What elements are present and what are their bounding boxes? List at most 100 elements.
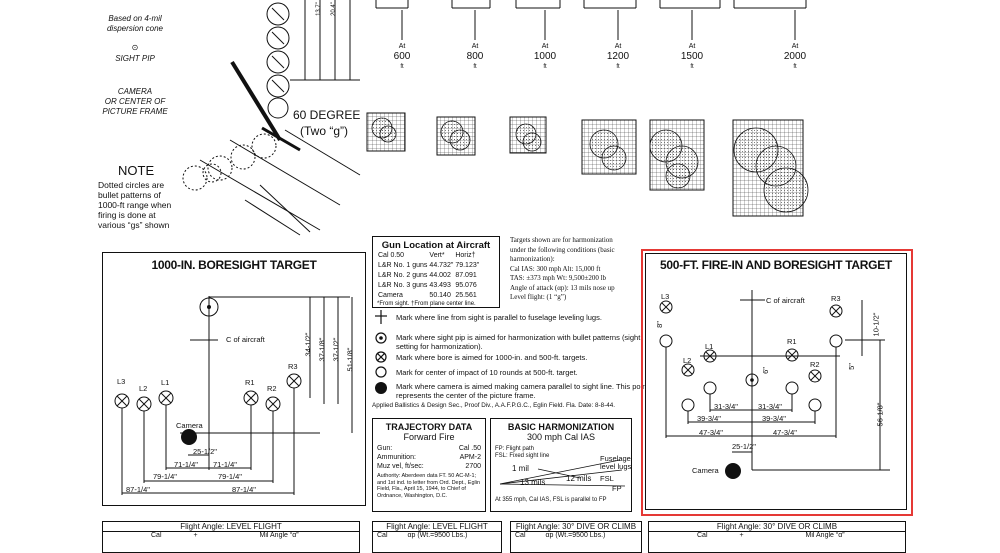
basic-harm-key-line: FSL: Fixed sight line — [495, 453, 550, 459]
range-value: 1200 — [606, 51, 630, 62]
col-alpha: αp (Wt.=9500 Lbs.) — [545, 532, 606, 539]
pattern-note: Based on 4-mil dispersion cone — [85, 14, 185, 34]
target-1000-title: 1000-IN. BORESIGHT TARGET — [151, 258, 317, 272]
header-cell: Vert* — [429, 252, 445, 259]
legend-item-bore: Mark where bore is aimed for 1000-in. an… — [396, 353, 588, 362]
dim-label: 39-3/4" — [762, 414, 786, 423]
trajectory-value: 2700 — [465, 463, 481, 470]
bottom-table-3-header: Cal αp (Wt.=9500 Lbs.) — [511, 532, 641, 539]
range-at: At — [688, 43, 696, 50]
camera-legend-line: OR CENTER OF — [104, 97, 166, 106]
note-line: firing is done at — [98, 210, 156, 220]
dim-label: 47-3/4" — [699, 428, 723, 437]
basic-harm-fsl: FSL — [600, 474, 614, 483]
sight-pip-legend: ⊙ SIGHT PIP — [85, 42, 185, 64]
gun-label: R2 — [810, 360, 820, 369]
dim-label: 87-1/4" — [232, 485, 256, 494]
col-mil-angle: Mil Angle “α” — [805, 532, 845, 539]
range-unit: ft — [793, 64, 797, 70]
basic-harm-key: FP: Flight path FSL: Fixed sight line — [495, 446, 549, 460]
trajectory-key: Gun: — [377, 445, 393, 452]
level-lugs-label: level lugs — [600, 462, 632, 471]
trajectory-box: TRAJECTORY DATA Forward Fire Gun:Cal .50… — [372, 418, 486, 512]
bottom-table-1-title: Flight Angle: LEVEL FLIGHT — [103, 522, 359, 532]
gun-location-cell: L&R No. 1 guns — [378, 262, 428, 269]
dim-label: 31-3/4" — [758, 402, 782, 411]
range-at: At — [471, 43, 479, 50]
range-unit: ft — [616, 64, 620, 70]
range-value: 2000 — [783, 51, 807, 62]
note-line: Dotted circles are — [98, 180, 165, 190]
condition-line: harmonization): — [510, 255, 555, 263]
dim-label: 31-3/4" — [714, 402, 738, 411]
pattern-circle — [266, 2, 290, 26]
trajectory-subtitle: Forward Fire — [403, 432, 455, 442]
dim-label: 25-1/2" — [193, 447, 217, 456]
gun-label: L2 — [139, 384, 148, 393]
dim-label: 79-1/4" — [153, 472, 177, 481]
gun-location-cell: 87.091 — [455, 272, 477, 279]
col-cal: Cal — [151, 532, 162, 539]
gun-label: R1 — [245, 378, 255, 387]
bottom-table-2: Flight Angle: LEVEL FLIGHT Cal αp (Wt.=9… — [372, 521, 502, 553]
dim-label: 39-3/4" — [697, 414, 721, 423]
range-value: 1500 — [680, 51, 704, 62]
gun-location-cell: 95.076 — [455, 282, 477, 289]
dim-label: 87-1/4" — [126, 485, 150, 494]
trajectory-value: Cal .50 — [458, 445, 481, 452]
gun-location-cell: 25.561 — [455, 292, 477, 299]
trajectory-value: APM-2 — [459, 454, 481, 461]
bottom-table-4-header: Cal + Mil Angle “α” — [649, 532, 905, 539]
fuselage-label: Fuselage — [600, 454, 631, 463]
trajectory-key: Ammunition: — [377, 454, 416, 461]
gun-label: R1 — [787, 337, 797, 346]
bottom-table-3-title: Flight Angle: 30° DIVE OR CLIMB — [511, 522, 641, 532]
col-cal: Cal — [377, 532, 388, 539]
condition-line: under the following conditions (basic — [510, 245, 615, 254]
camera-legend: CAMERA OR CENTER OF PICTURE FRAME — [85, 87, 185, 117]
dim-label: 25-1/2" — [732, 442, 756, 451]
bottom-table-2-header: Cal αp (Wt.=9500 Lbs.) — [373, 532, 501, 539]
col-alpha: αp (Wt.=9500 Lbs.) — [407, 532, 468, 539]
gun-label: L3 — [117, 377, 126, 386]
basic-harm-key-line: FP: Flight path — [495, 446, 535, 452]
range-unit: ft — [400, 64, 404, 70]
c-of-aircraft-label: C of aircraft — [226, 335, 265, 344]
gun-label: R3 — [831, 294, 841, 303]
bottom-table-1-header: Cal + Mil Angle “α” — [103, 532, 359, 539]
condition-line: Targets shown are for harmonization — [510, 236, 613, 244]
camera-label: Camera — [176, 421, 203, 430]
gun-location-footnote: *From sight. †From plane center line. — [377, 301, 476, 307]
legend-item-camera: Mark where camera is aimed making camera… — [396, 382, 649, 400]
pattern-circle — [266, 50, 290, 74]
range-at: At — [541, 43, 549, 50]
camera-legend-line: CAMERA — [117, 87, 153, 96]
gun-location-cell: Camera — [378, 292, 403, 299]
pattern-note-line: Based on 4-mil — [108, 14, 162, 23]
condition-line: Cal IAS: 300 mph Alt: 15,000 ft — [510, 264, 601, 273]
range-unit: ft — [473, 64, 477, 70]
gun-label: L3 — [661, 292, 670, 301]
bottom-table-2-title: Flight Angle: LEVEL FLIGHT — [373, 522, 501, 532]
basic-harm-fuselage: Fuselage level lugs — [600, 455, 631, 471]
dim-label: 47-3/4" — [773, 428, 797, 437]
sight-pip-label: SIGHT PIP — [115, 54, 155, 63]
gun-location-cell: L&R No. 2 guns — [378, 272, 428, 279]
trajectory-row: Gun: Cal .50 — [377, 444, 481, 453]
range-unit: ft — [690, 64, 694, 70]
range-value: 600 — [393, 51, 411, 62]
legend-item-line: Mark where line from sight is parallel t… — [396, 313, 602, 322]
range-value: 800 — [466, 51, 484, 62]
dim-label: 8" — [654, 321, 664, 328]
bottom-table-3: Flight Angle: 30° DIVE OR CLIMB Cal αp (… — [510, 521, 642, 553]
condition-line: TAS: ±373 mph Wt: 9,500±200 lb — [510, 274, 607, 282]
